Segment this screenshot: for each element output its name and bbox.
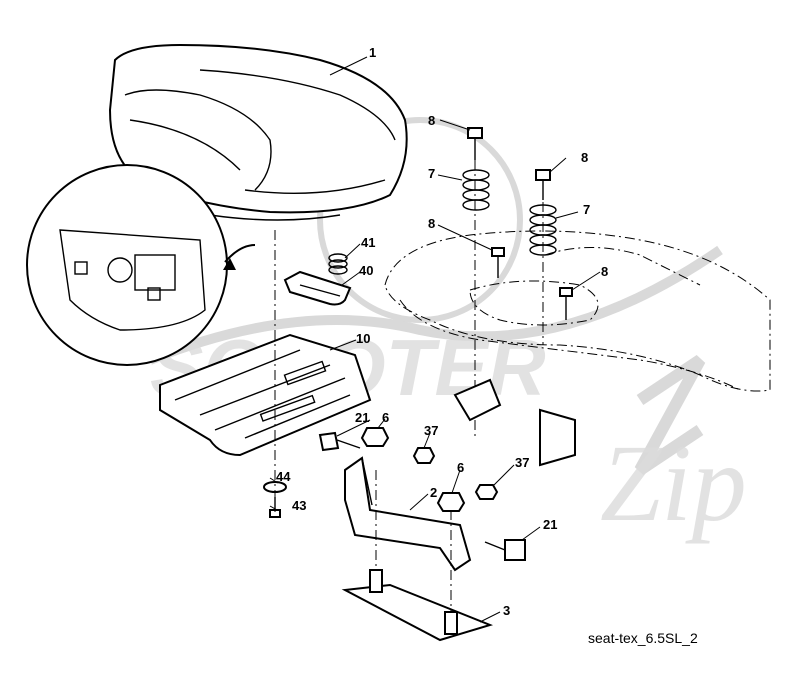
seat-pan [159, 333, 372, 457]
callout-spring-small: 41 [361, 235, 375, 250]
callout-bolt-left: 21 [355, 410, 369, 425]
callout-screw: 43 [292, 498, 306, 513]
callout-washer: 44 [276, 469, 291, 484]
leader-lines [269, 56, 601, 623]
callout-seat: 1 [369, 45, 376, 60]
callout-bolt-top-right: 8 [581, 150, 588, 165]
callout-spring-left: 7 [428, 166, 435, 181]
nuts [360, 427, 499, 512]
callout-bolt-top-left: 8 [428, 113, 435, 128]
callout-bracket: 2 [430, 485, 437, 500]
callout-nut-left: 6 [382, 410, 389, 425]
bracket [344, 456, 472, 572]
callout-bolt-mid-left: 8 [428, 216, 435, 231]
spring-left [462, 169, 490, 211]
callout-bolt-right: 21 [543, 517, 557, 532]
callout-bolt-mid-right: 8 [601, 264, 608, 279]
chassis-bracket [453, 378, 576, 467]
clip [283, 270, 352, 306]
plate [274, 230, 494, 642]
bolt-left [318, 431, 361, 452]
spring-right [529, 204, 557, 256]
callout-locknut-left: 37 [424, 423, 438, 438]
spring-small [328, 253, 348, 275]
detail-inset [26, 164, 256, 366]
callout-clip: 40 [359, 263, 373, 278]
chassis-outline [384, 230, 771, 392]
callout-seat-pan: 10 [356, 331, 370, 346]
bolt-right [484, 539, 526, 561]
callout-nut-right: 6 [457, 460, 464, 475]
callout-spring-right: 7 [583, 202, 590, 217]
diagram-caption: seat-tex_6.5SL_2 [588, 630, 698, 646]
callout-locknut-right: 37 [515, 455, 529, 470]
callout-plate: 3 [503, 603, 510, 618]
callout-labels: 1 8 8 7 7 8 8 41 40 10 21 6 37 6 37 2 21… [276, 45, 608, 618]
watermark-script: Zip [600, 422, 747, 544]
